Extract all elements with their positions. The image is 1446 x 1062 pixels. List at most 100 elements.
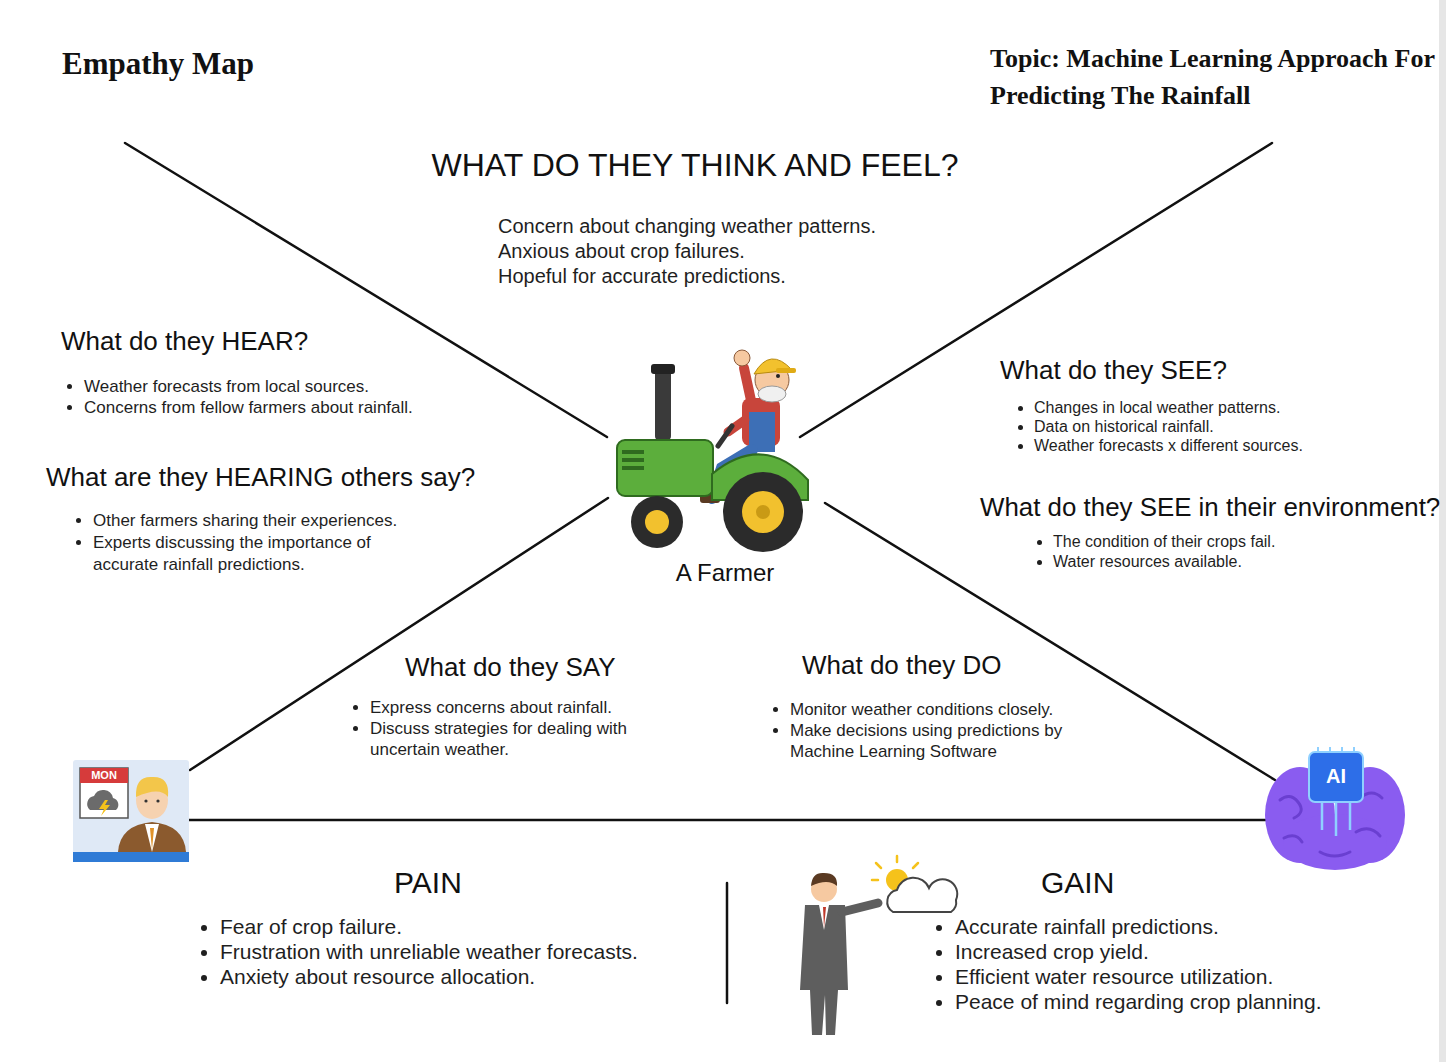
section-list: Concern about changing weather patterns.… (345, 214, 1045, 289)
weather-presenter-icon (73, 852, 189, 862)
bullet-point: Discuss strategies for dealing with unce… (370, 718, 680, 760)
bullet-point: Increased crop yield. (955, 939, 1390, 964)
bullet-point: Water resources available. (1053, 552, 1440, 572)
bullet-point: Experts discussing the importance of acc… (93, 532, 428, 576)
bullet-point: Peace of mind regarding crop planning. (955, 989, 1390, 1014)
weather-presenter-icon (136, 777, 168, 797)
weather-presenter-icon (156, 799, 159, 802)
section-heading: What do they HEAR? (61, 326, 541, 357)
bullet-point: Frustration with unreliable weather fore… (220, 939, 665, 964)
section-list: Monitor weather conditions closely.Make … (760, 699, 1100, 762)
weather-presenter-icon (80, 768, 128, 783)
do-section: What do they DO Monitor weather condition… (760, 650, 1100, 762)
bullet-point: The condition of their crops fail. (1053, 532, 1440, 552)
presenter-with-weather (887, 878, 957, 912)
presenter-with-weather (819, 905, 829, 930)
section-heading: WHAT DO THEY THINK AND FEEL? (345, 146, 1045, 184)
section-list: Changes in local weather patterns.Data o… (1000, 398, 1430, 455)
farmer-tractor (651, 364, 675, 374)
section-list: Accurate rainfall predictions.Increased … (930, 914, 1390, 1014)
bullet-point: Make decisions using predictions by Mach… (790, 720, 1100, 762)
divider-line (188, 819, 1270, 822)
ai-brain-icon (1265, 747, 1405, 870)
section-heading: GAIN (930, 865, 1390, 901)
farmer-tractor (622, 466, 644, 470)
divider-line (800, 143, 1272, 437)
farmer-tractor (622, 458, 644, 462)
divider-line (726, 883, 729, 1003)
bullet-point: Data on historical rainfall. (1034, 417, 1430, 436)
section-heading: What do they DO (760, 650, 1100, 681)
farmer-tractor (655, 368, 671, 440)
gain-section: GAIN Accurate rainfall predictions.Increa… (930, 865, 1390, 1014)
hearing-others-section: What are they HEARING others say? Other f… (46, 462, 428, 576)
see-environment-section: What do they SEE in their environment?Th… (980, 492, 1440, 572)
presenter-with-weather (800, 856, 957, 1035)
farmer-tractor (718, 426, 732, 446)
bullet-point: Weather forecasts x different sources. (1034, 436, 1430, 455)
section-heading: PAIN (195, 865, 665, 901)
weather-presenter-icon (145, 824, 159, 852)
weather-presenter-icon (144, 799, 147, 802)
section-heading: What do they SAY (350, 652, 680, 683)
hear-section: What do they HEAR? Weather forecasts from… (61, 326, 541, 418)
map-title: Empathy Map (62, 46, 254, 82)
chip-label: AI (1309, 764, 1363, 788)
page-edge (1439, 0, 1446, 1062)
ai-brain-icon (1322, 802, 1350, 836)
weather-presenter-icon (118, 822, 186, 852)
bullet-point: Changes in local weather patterns. (1034, 398, 1430, 417)
section-list: Fear of crop failure.Frustration with un… (195, 914, 665, 989)
ai-brain-icon (1318, 747, 1354, 752)
feeling-line: Hopeful for accurate predictions. (498, 264, 1045, 289)
farmer-tractor (617, 350, 808, 552)
feeling-line: Anxious about crop failures. (498, 239, 1045, 264)
presenter-with-weather (842, 903, 878, 912)
feeling-line: Concern about changing weather patterns. (498, 214, 1045, 239)
bullet-point: Concerns from fellow farmers about rainf… (84, 397, 541, 418)
say-section: What do they SAY Express concerns about r… (350, 652, 680, 760)
bullet-point: Anxiety about resource allocation. (220, 964, 665, 989)
bullet-point: Accurate rainfall predictions. (955, 914, 1390, 939)
presenter-with-weather (800, 905, 848, 1035)
presenter-with-weather (872, 856, 918, 880)
think-feel-section: WHAT DO THEY THINK AND FEEL? Concern abou… (345, 146, 1045, 289)
farmer-tractor (742, 491, 784, 533)
presenter-with-weather (811, 873, 837, 886)
section-list: Express concerns about rainfall.Discuss … (350, 697, 680, 760)
calendar-day: MON (80, 769, 128, 782)
section-list: Weather forecasts from local sources.Con… (61, 376, 541, 418)
see-section: What do they SEE? Changes in local weathe… (1000, 355, 1430, 455)
farmer-tractor (645, 510, 669, 534)
weather-presenter-icon (150, 828, 154, 850)
section-list: Other farmers sharing their experiences.… (46, 510, 428, 576)
presenter-with-weather (823, 907, 826, 928)
page-edge (1439, 0, 1446, 1062)
farmer-tractor (617, 440, 713, 496)
section-heading: What are they HEARING others say? (46, 462, 428, 493)
bullet-point: Other farmers sharing their experiences. (93, 510, 428, 532)
weather-presenter-icon (99, 800, 110, 816)
farmer-tractor (758, 386, 786, 402)
bullet-point: Weather forecasts from local sources. (84, 376, 541, 397)
section-list: The condition of their crops fail.Water … (980, 532, 1440, 572)
farmer-tractor (776, 374, 780, 378)
farmer-tractor (734, 350, 750, 366)
bullet-point: Express concerns about rainfall. (370, 697, 680, 718)
weather-presenter-icon (73, 760, 189, 862)
weather-presenter-icon (80, 768, 128, 818)
bullet-point: Efficient water resource utilization. (955, 964, 1390, 989)
farmer-tractor (756, 505, 770, 519)
farmer-tractor (622, 450, 644, 454)
bullet-point: Fear of crop failure. (220, 914, 665, 939)
weather-presenter-icon (73, 760, 189, 862)
section-heading: What do they SEE? (1000, 355, 1430, 386)
farmer-tractor (631, 496, 683, 548)
ai-brain-icon (1309, 752, 1363, 802)
persona-label: A Farmer (625, 558, 825, 588)
pain-section: PAIN Fear of crop failure.Frustration wit… (195, 865, 665, 989)
farmer-tractor (776, 368, 796, 373)
farmer-tractor (723, 472, 803, 552)
